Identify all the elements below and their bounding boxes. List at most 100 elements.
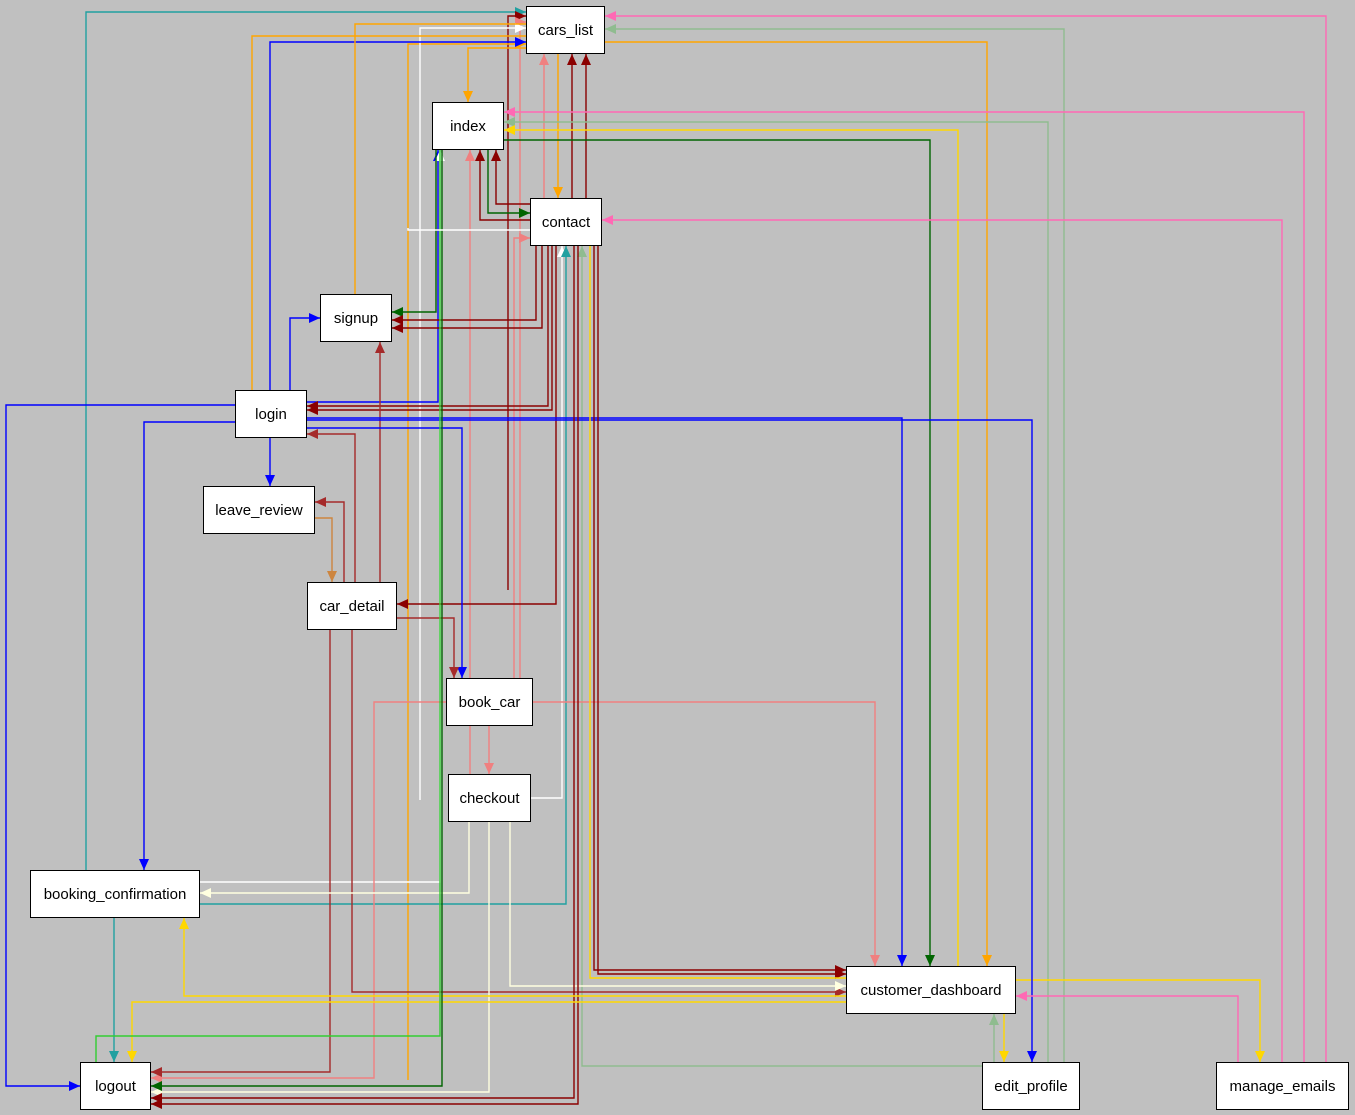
edge-line	[307, 150, 439, 403]
edge-line	[251, 35, 526, 390]
node-label: edit_profile	[994, 1077, 1068, 1095]
edge-arrowhead	[1027, 1051, 1037, 1062]
edge-line	[504, 111, 1305, 1062]
edge-line	[307, 433, 356, 582]
edge-arrowhead	[989, 1014, 999, 1025]
node-label: car_detail	[319, 597, 385, 615]
node-cars-list[interactable]: cars_list	[526, 6, 605, 54]
edge-arrowhead	[265, 475, 275, 486]
edge-arrowhead	[151, 1081, 162, 1091]
node-signup[interactable]: signup	[320, 294, 392, 342]
edge-line	[597, 246, 846, 975]
edge-arrowhead	[504, 107, 515, 117]
edge-line	[504, 121, 1049, 1062]
node-manage-emails[interactable]: manage_emails	[1216, 1062, 1349, 1110]
edge-arrowhead	[605, 24, 616, 34]
edge-arrowhead	[457, 667, 467, 678]
edge-line	[589, 246, 846, 979]
edge-arrowhead	[925, 955, 935, 966]
edge-arrowhead	[307, 429, 318, 439]
node-label: logout	[95, 1077, 136, 1095]
edge-line	[407, 43, 526, 1080]
node-car-detail[interactable]: car_detail	[307, 582, 397, 630]
edge-arrowhead	[139, 859, 149, 870]
edge-line	[509, 822, 846, 987]
edge-line	[487, 150, 530, 214]
edge-arrowhead	[315, 497, 326, 507]
edges-layer	[5, 7, 1327, 1109]
node-label: login	[255, 405, 287, 423]
edge-arrowhead	[897, 955, 907, 966]
edge-line	[151, 246, 579, 1105]
edge-line	[354, 23, 526, 294]
edge-arrowhead	[835, 969, 846, 979]
edge-line	[533, 701, 876, 966]
edge-line	[513, 237, 530, 680]
edge-line	[307, 417, 903, 966]
node-label: index	[450, 117, 486, 135]
edge-line	[289, 317, 320, 390]
edge-line	[467, 47, 526, 102]
edge-arrowhead	[982, 955, 992, 966]
edge-arrowhead	[553, 187, 563, 198]
edge-line	[351, 630, 846, 993]
node-label: leave_review	[215, 501, 303, 519]
edge-arrowhead	[491, 150, 501, 161]
edge-arrowhead	[200, 888, 211, 898]
edge-arrowhead	[307, 405, 318, 415]
node-label: cars_list	[537, 21, 593, 39]
edge-line	[151, 701, 446, 1079]
edge-arrowhead	[1016, 991, 1027, 1001]
edge-arrowhead	[515, 23, 526, 33]
edge-line	[397, 617, 455, 678]
edge-arrowhead	[449, 667, 459, 678]
edge-arrowhead	[375, 342, 385, 353]
edge-line	[131, 1001, 846, 1062]
edge-line	[85, 11, 526, 870]
edge-arrowhead	[515, 37, 526, 47]
node-leave-review[interactable]: leave_review	[203, 486, 315, 534]
edge-arrowhead	[504, 117, 515, 127]
edge-arrowhead	[151, 1093, 162, 1103]
edge-line	[593, 246, 846, 971]
edge-line	[151, 630, 331, 1073]
node-login[interactable]: login	[235, 390, 307, 438]
node-booking-confirmation[interactable]: booking_confirmation	[30, 870, 200, 918]
edge-line	[143, 421, 235, 870]
edge-line	[581, 246, 982, 1067]
edge-line	[315, 517, 333, 582]
edge-arrowhead	[602, 215, 613, 225]
edge-arrowhead	[392, 307, 403, 317]
edge-line	[504, 129, 959, 966]
edge-arrowhead	[397, 599, 408, 609]
edge-line	[605, 41, 988, 966]
edge-line	[307, 246, 549, 407]
edge-arrowhead	[484, 763, 494, 774]
node-logout[interactable]: logout	[80, 1062, 151, 1110]
node-contact[interactable]: contact	[530, 198, 602, 246]
node-customer-dashboard[interactable]: customer_dashboard	[846, 966, 1016, 1014]
edge-line	[307, 246, 553, 411]
edge-line	[151, 246, 575, 1099]
node-label: manage_emails	[1229, 1077, 1336, 1095]
edge-line	[95, 150, 441, 1062]
edge-arrowhead	[392, 323, 403, 333]
node-label: checkout	[459, 789, 520, 807]
edge-line	[307, 419, 1033, 1062]
node-label: contact	[541, 213, 591, 231]
node-checkout[interactable]: checkout	[448, 774, 531, 822]
node-book-car[interactable]: book_car	[446, 678, 533, 726]
node-label: signup	[333, 309, 379, 327]
edge-arrowhead	[69, 1081, 80, 1091]
edge-line	[200, 822, 470, 894]
node-index[interactable]: index	[432, 102, 504, 150]
node-edit-profile[interactable]: edit_profile	[982, 1062, 1080, 1110]
edge-arrowhead	[127, 1051, 137, 1062]
edge-line	[307, 427, 463, 678]
edge-arrowhead	[561, 246, 571, 257]
edge-arrowhead	[1255, 1051, 1265, 1062]
edge-line	[519, 21, 526, 680]
edge-line	[605, 15, 1327, 1062]
edge-line	[1016, 995, 1239, 1062]
edge-arrowhead	[581, 54, 591, 65]
